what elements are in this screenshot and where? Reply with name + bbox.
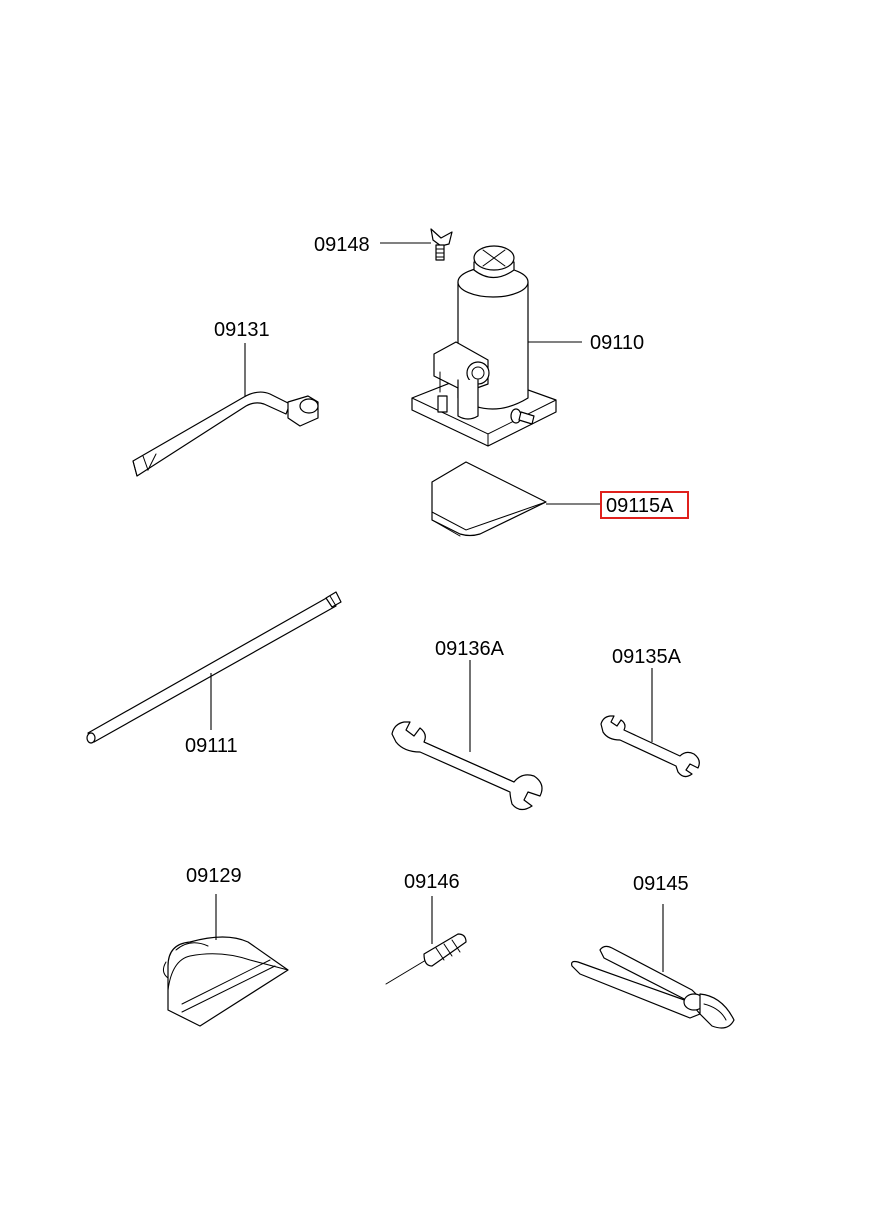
label-09129[interactable]: 09129 [186, 865, 242, 887]
label-09131[interactable]: 09131 [214, 319, 270, 341]
part-09115A-jack-pad[interactable] [431, 461, 547, 537]
part-09110-bottle-jack[interactable] [411, 245, 557, 447]
part-09145-pliers[interactable] [571, 945, 735, 1029]
part-09136A-large-spanner[interactable] [391, 721, 543, 811]
label-09115A[interactable]: 09115A [606, 495, 674, 517]
label-09110[interactable]: 09110 [590, 332, 644, 354]
label-09148[interactable]: 09148 [314, 234, 370, 256]
highlight-box-09115A [600, 491, 689, 519]
label-09136A[interactable]: 09136A [435, 638, 505, 660]
part-09129-tool-bag[interactable] [162, 936, 289, 1027]
label-09146[interactable]: 09146 [404, 871, 460, 893]
part-09146-screwdriver[interactable] [385, 933, 467, 985]
part-09111-jack-handle-bar[interactable] [86, 591, 342, 744]
part-09148-wing-bolt[interactable] [430, 228, 453, 261]
part-09131-wheel-nut-wrench[interactable] [132, 391, 319, 477]
part-09135A-small-spanner[interactable] [600, 715, 700, 778]
label-09145[interactable]: 09145 [633, 873, 689, 895]
label-09135A[interactable]: 09135A [612, 646, 682, 668]
label-09111[interactable]: 09111 [185, 735, 238, 757]
